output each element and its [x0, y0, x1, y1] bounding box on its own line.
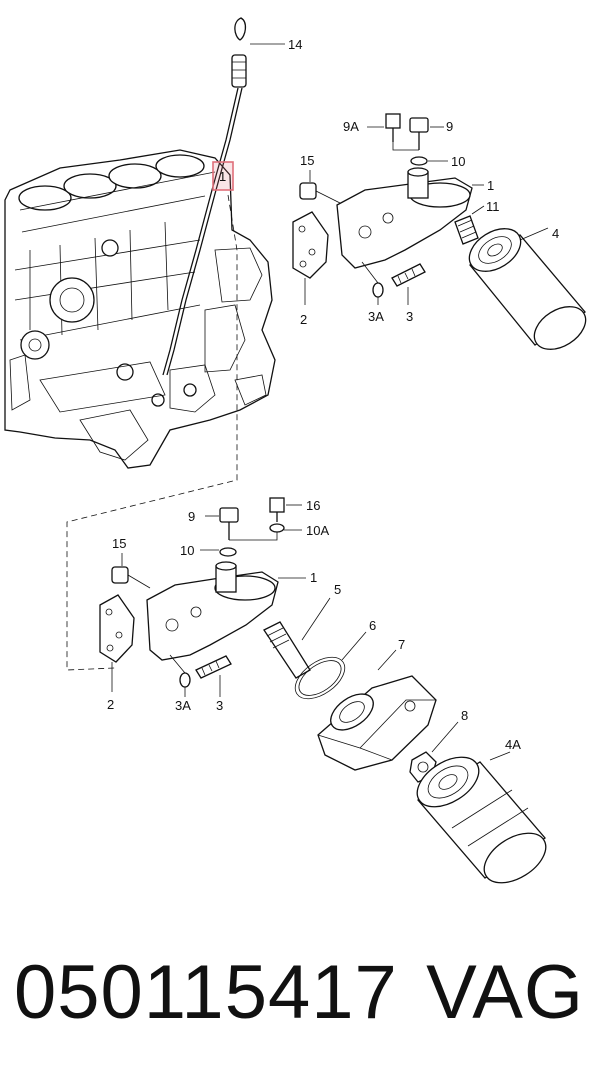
label-3-top: 3 — [406, 309, 413, 324]
label-4a: 4A — [505, 737, 521, 752]
label-2-bottom: 2 — [107, 697, 114, 712]
label-10-top: 10 — [451, 154, 465, 169]
label-8: 8 — [461, 708, 468, 723]
label-9a: 9A — [343, 119, 359, 134]
label-9-bottom: 9 — [188, 509, 195, 524]
label-3a-bottom: 3A — [175, 698, 191, 713]
label-9-top: 9 — [446, 119, 453, 134]
label-15-bottom: 15 — [112, 536, 126, 551]
label-16: 16 — [306, 498, 320, 513]
label-7: 7 — [398, 637, 405, 652]
footer: 050115417 VAG — [0, 938, 600, 1048]
label-10-bottom: 10 — [180, 543, 194, 558]
engine-block-drawing — [4, 149, 276, 469]
highlight-box — [212, 161, 234, 191]
label-5: 5 — [334, 582, 341, 597]
label-1-bottom: 1 — [310, 570, 317, 585]
label-11: 11 — [486, 199, 500, 214]
brand-name: VAG — [426, 950, 584, 1035]
dipstick-drawing — [162, 17, 285, 376]
label-15-top: 15 — [300, 153, 314, 168]
label-6: 6 — [369, 618, 376, 633]
dashed-link-line — [66, 194, 238, 671]
label-3-bottom: 3 — [216, 698, 223, 713]
part-number: 050115417 — [14, 950, 398, 1035]
label-1-highlighted: 1 — [219, 169, 226, 184]
bottom-assembly-drawing — [99, 497, 547, 884]
label-2-top: 2 — [300, 312, 307, 327]
top-assembly-drawing — [292, 113, 587, 350]
highlight-fill — [213, 162, 233, 190]
label-14: 14 — [288, 37, 302, 52]
label-4: 4 — [552, 226, 559, 241]
parts-diagram: 14 9A 9 10 15 1 1 11 4 2 3A 3 9 16 10 10… — [4, 17, 587, 884]
label-1-top: 1 — [487, 178, 494, 193]
label-3a-top: 3A — [368, 309, 384, 324]
label-10a: 10A — [306, 523, 329, 538]
